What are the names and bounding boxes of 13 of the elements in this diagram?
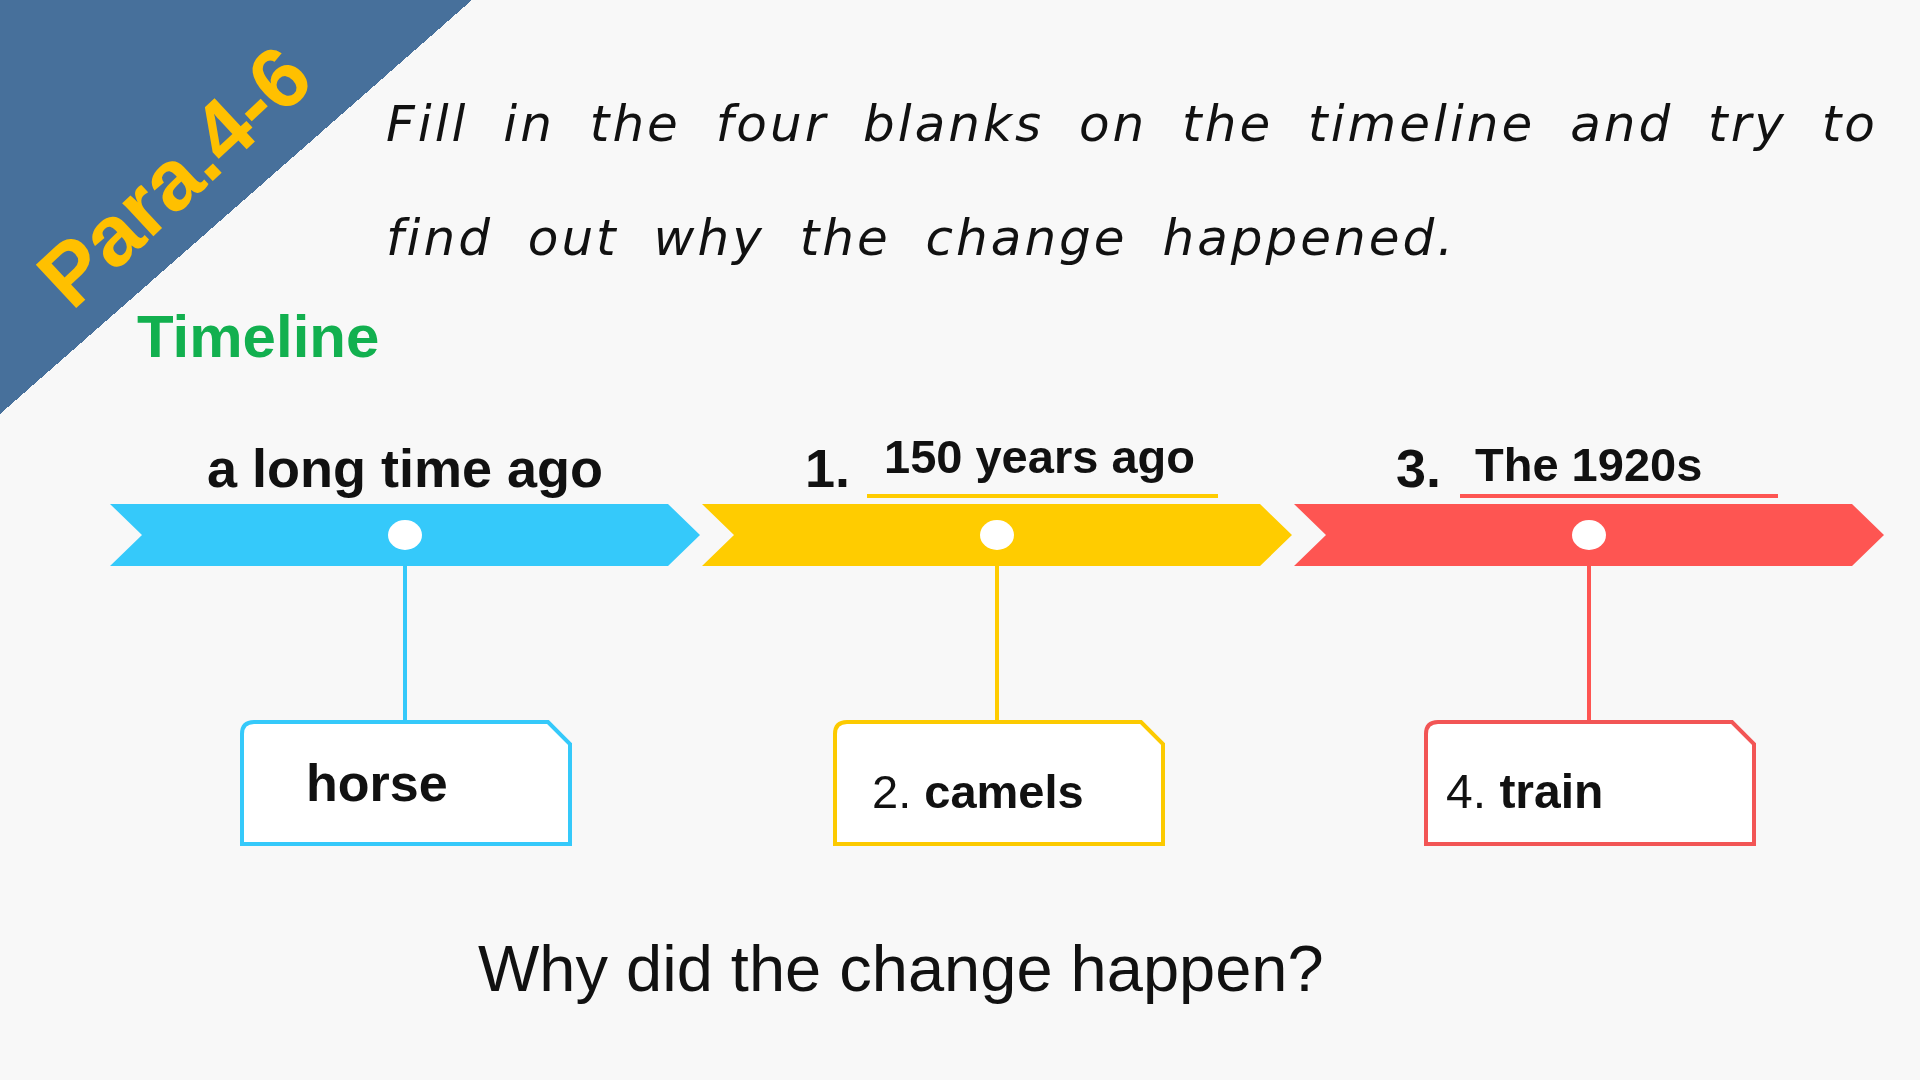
question-text: Why did the change happen? [478, 932, 1324, 1007]
answer-text: horse [306, 754, 448, 814]
answer-text: 4. train [1446, 763, 1604, 819]
dot-icon [1572, 520, 1606, 550]
dot-icon [388, 520, 422, 550]
time-label: a long time ago [205, 437, 604, 500]
answer-text: 2. camels [872, 764, 1084, 819]
timeline-heading: Timeline [137, 302, 380, 371]
item-number: 1. [805, 437, 851, 500]
item-number: 3. [1396, 437, 1442, 500]
dot-icon [980, 520, 1014, 550]
fill-in-line: 150 years ago [867, 430, 1218, 498]
fill-in-line: The 1920s [1460, 438, 1778, 498]
